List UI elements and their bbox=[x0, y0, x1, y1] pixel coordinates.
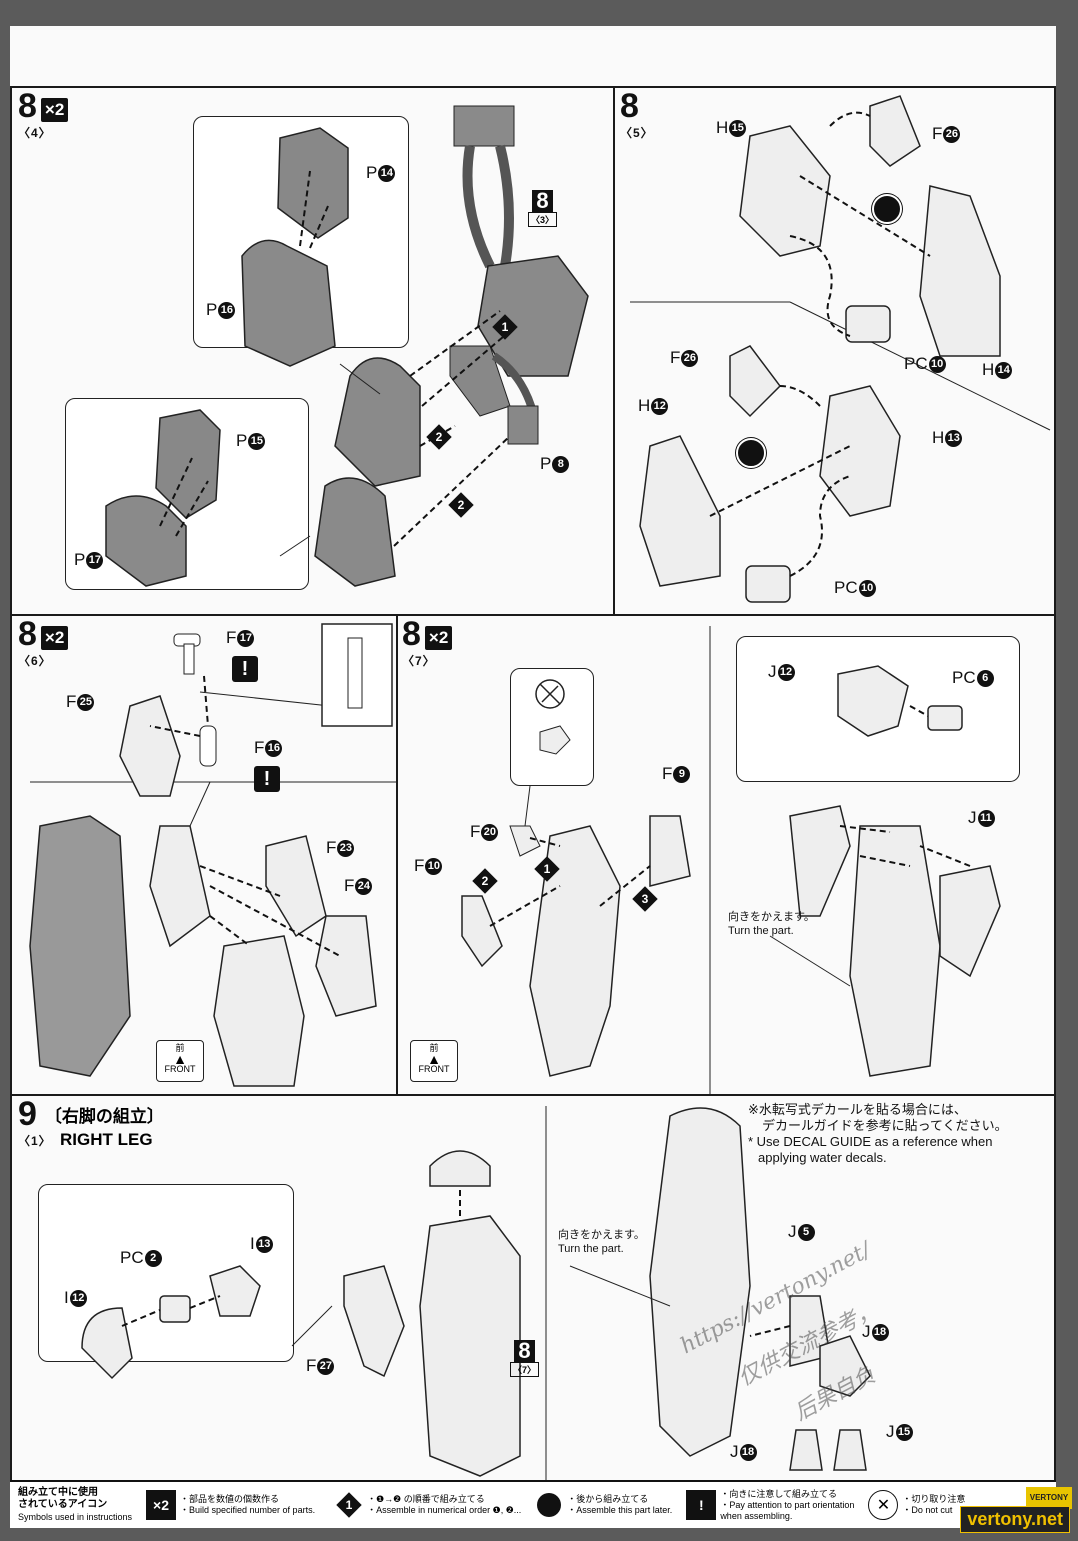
step-substep: 〈7〉 bbox=[402, 654, 436, 668]
detail-bubble-i12-i13 bbox=[38, 1184, 294, 1362]
attention-icon: ! bbox=[254, 766, 280, 792]
panel-border-top bbox=[10, 86, 1056, 88]
assemble-later-icon bbox=[535, 1491, 563, 1519]
site-watermark: vertony.net bbox=[960, 1506, 1070, 1533]
turn-part-note: 向きをかえます。Turn the part. bbox=[728, 911, 815, 937]
ref-step-8-3: 8〈3〉 bbox=[528, 190, 558, 227]
step-title-jp: 〔右脚の組立〕 bbox=[44, 1107, 164, 1126]
decal-note: ※水転写式デカールを貼る場合には、 デカールガイドを参考に貼ってください。 * … bbox=[748, 1102, 1008, 1165]
legend-title: 組み立て中に使用 されているアイコン Symbols used in instr… bbox=[18, 1487, 133, 1522]
divider-v2 bbox=[396, 614, 398, 1094]
step-8-6-drawing bbox=[29, 623, 396, 1087]
order-icon: 1 bbox=[335, 1491, 363, 1519]
legend-do-not-cut: ✕ ・切り取り注意・Do not cut bbox=[868, 1490, 965, 1520]
step-substep: 〈4〉 bbox=[18, 126, 52, 140]
multiplier-badge: ×2 bbox=[40, 98, 69, 122]
step-9-1-badge: 9 〔右脚の組立〕 bbox=[18, 1095, 164, 1133]
attention-icon: ! bbox=[232, 656, 258, 682]
step-8-7-drawing bbox=[461, 626, 1001, 1094]
legend-multiply: ×2 ・部品を数値の個数作る・Build specified number of… bbox=[146, 1490, 315, 1520]
step-9-1-drawing bbox=[81, 1106, 871, 1480]
divider-h1 bbox=[10, 614, 1056, 616]
multiplier-badge: ×2 bbox=[40, 626, 69, 650]
front-direction-icon: 前▲FRONT bbox=[410, 1040, 458, 1082]
assemble-later-icon bbox=[736, 438, 766, 468]
step-number: 8 bbox=[18, 615, 37, 653]
step-8-7-badge: 8 ×2 bbox=[402, 615, 453, 653]
step-substep: 〈1〉 bbox=[18, 1134, 52, 1148]
step-substep: 〈6〉 bbox=[18, 654, 52, 668]
multiply-icon: ×2 bbox=[146, 1490, 176, 1520]
multiplier-badge: ×2 bbox=[424, 626, 453, 650]
do-not-cut-icon: ✕ bbox=[868, 1490, 899, 1520]
attention-icon: ! bbox=[686, 1490, 717, 1520]
step-number: 9 bbox=[18, 1095, 37, 1133]
step-8-4-badge: 8 ×2 bbox=[18, 87, 69, 125]
assemble-later-icon bbox=[872, 194, 902, 224]
step-title-en: RIGHT LEG bbox=[60, 1130, 153, 1149]
panel-border-left bbox=[10, 86, 12, 1480]
front-direction-icon: 前▲FRONT bbox=[156, 1040, 204, 1082]
detail-bubble-j12-pc6 bbox=[736, 636, 1020, 782]
vertony-logo: VERTONY bbox=[1026, 1487, 1072, 1509]
legend-later: ・後から組み立てる・Assemble this part later. bbox=[535, 1491, 672, 1519]
ref-step-8-7: 8〈7〉 bbox=[510, 1340, 540, 1377]
step-number: 8 bbox=[620, 87, 639, 125]
step-number: 8 bbox=[402, 615, 421, 653]
step-number: 8 bbox=[18, 87, 37, 125]
turn-part-note: 向きをかえます。Turn the part. bbox=[558, 1229, 645, 1255]
step-substep: 〈5〉 bbox=[620, 126, 654, 140]
step-8-6-badge: 8 ×2 bbox=[18, 615, 69, 653]
panel-border-right bbox=[1054, 86, 1056, 1480]
legend-order: 1 ・❶→❷ の順番で組み立てる・Assemble in numerical o… bbox=[335, 1491, 521, 1519]
step-8-5-drawing bbox=[630, 95, 1051, 603]
legend-attention: ! ・向きに注意して組み立てる・Pay attention to part or… bbox=[686, 1489, 854, 1522]
divider-v1 bbox=[613, 86, 615, 614]
divider-h2 bbox=[10, 1094, 1056, 1096]
step-8-5-badge: 8 bbox=[620, 87, 639, 125]
step-8-4-drawing bbox=[105, 105, 589, 587]
symbols-legend: 組み立て中に使用 されているアイコン Symbols used in instr… bbox=[10, 1480, 1056, 1528]
